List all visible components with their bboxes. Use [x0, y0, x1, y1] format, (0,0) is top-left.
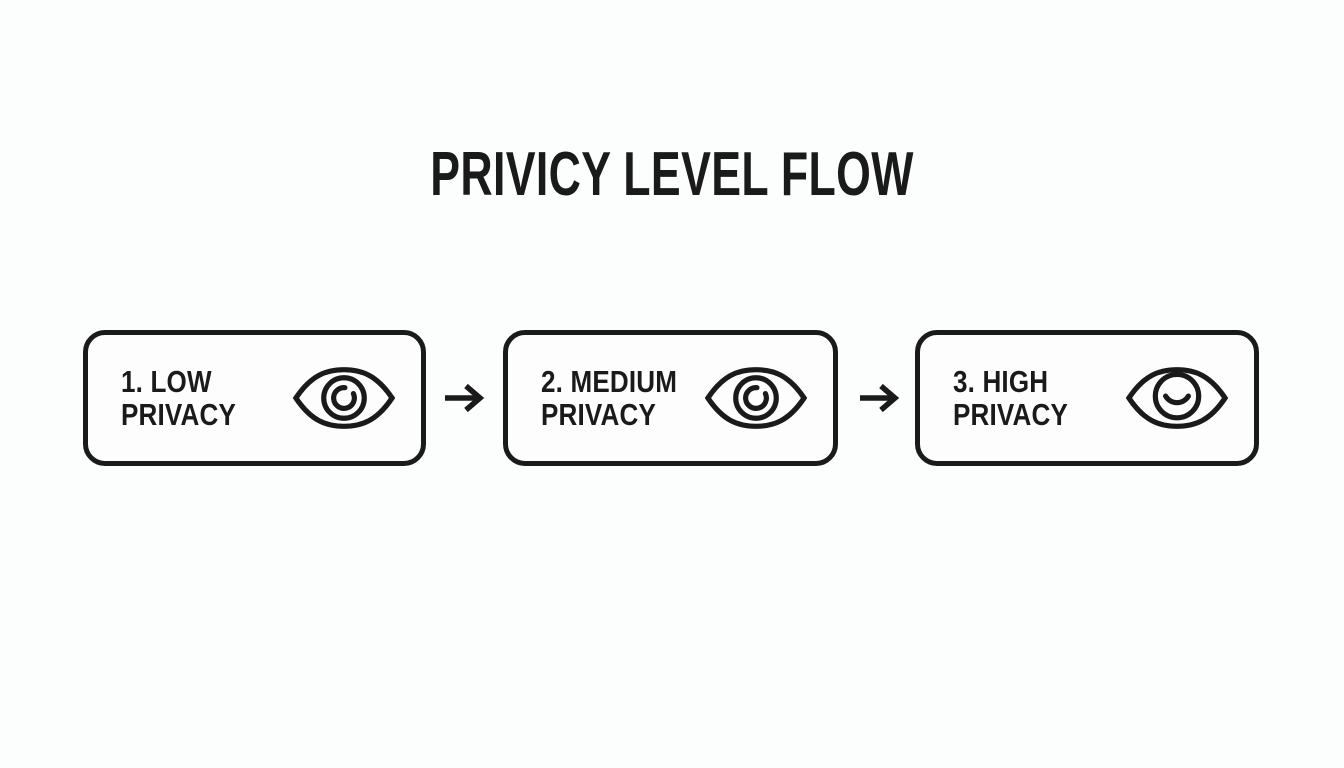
step-label-line2: PRIVACY	[953, 397, 1069, 432]
step-box-high-privacy: 3. HIGH PRIVACY	[915, 330, 1259, 466]
step-label-line1: 3. HIGH	[953, 364, 1049, 399]
eye-smile-icon	[1125, 367, 1229, 429]
step-label-line2: PRIVACY	[121, 397, 237, 432]
step-label-medium-privacy: 2. MEDIUM PRIVACY	[541, 365, 677, 431]
step-label-line2: PRIVACY	[541, 397, 657, 432]
step-label-line1: 2. MEDIUM	[541, 364, 678, 399]
step-label-high-privacy: 3. HIGH PRIVACY	[953, 365, 1068, 431]
step-label-low-privacy: 1. LOW PRIVACY	[121, 365, 236, 431]
step-box-medium-privacy: 2. MEDIUM PRIVACY	[503, 330, 838, 466]
flow-arrow-2	[857, 380, 905, 416]
right-arrow-icon	[445, 383, 485, 413]
flow-arrow-1	[442, 380, 490, 416]
step-box-low-privacy: 1. LOW PRIVACY	[83, 330, 426, 466]
eye-open-icon	[704, 367, 808, 429]
step-label-line1: 1. LOW	[121, 364, 212, 399]
right-arrow-icon	[860, 383, 900, 413]
diagram-title: PRIVICY LEVEL FLOW	[430, 140, 914, 209]
eye-open-icon	[292, 367, 396, 429]
